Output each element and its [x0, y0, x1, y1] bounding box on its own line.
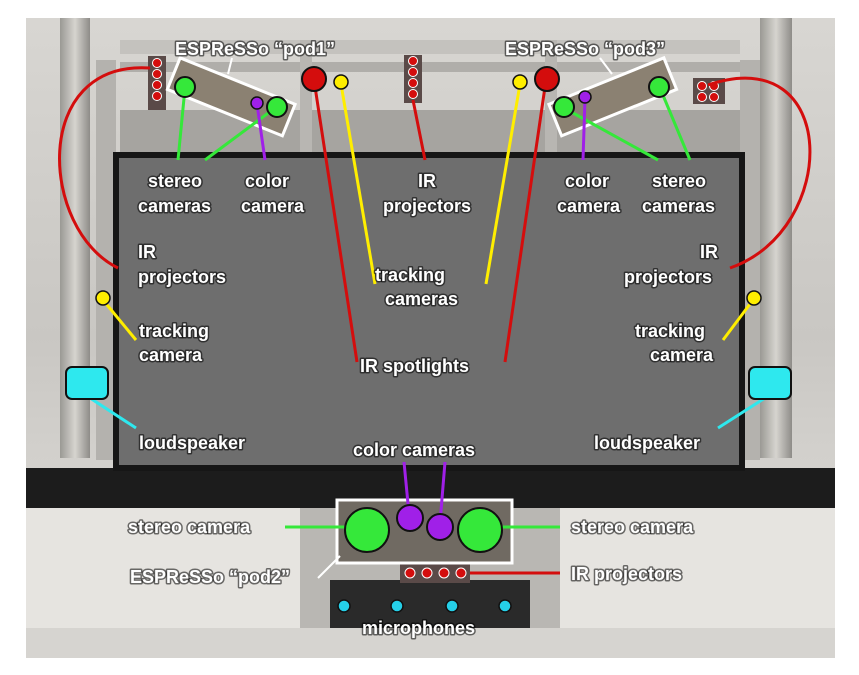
leader-lines: [58, 66, 812, 575]
label-stereo-right-1: stereo: [652, 171, 706, 191]
pod2-title-tick: [317, 555, 341, 579]
loudspeaker-left: [65, 366, 109, 400]
label-stereo-camera-left: stereo camera: [128, 517, 251, 537]
labels: ESPReSSo “pod1” ESPReSSo “pod3” stereo c…: [127, 38, 720, 640]
microphone: [390, 599, 404, 613]
pod1-stereo-camera-left: [174, 76, 196, 98]
label-tracking-center-2: cameras: [385, 289, 458, 309]
label-ir-center-2: projectors: [383, 196, 471, 216]
label-tracking-center-1: tracking: [375, 265, 445, 285]
pod3-title-tick: [599, 57, 613, 75]
label-color-cameras: color cameras: [353, 440, 475, 460]
pod3-title: ESPReSSo “pod3”: [505, 39, 665, 59]
label-ir-spotlights: IR spotlights: [360, 356, 469, 376]
label-ir-left-1: IR: [138, 242, 156, 262]
microphone: [498, 599, 512, 613]
label-color-right-2: camera: [557, 196, 621, 216]
pod2-color-camera-right: [426, 513, 454, 541]
label-ir-right-2: projectors: [624, 267, 712, 287]
pod1-title: ESPReSSo “pod1”: [175, 39, 335, 59]
label-ir-left-2: projectors: [138, 267, 226, 287]
label-microphones: microphones: [362, 618, 475, 638]
label-loudspeaker-left: loudspeaker: [139, 433, 245, 453]
label-color-right-1: color: [565, 171, 609, 191]
ir-projector-bottom-pod2: [400, 563, 470, 583]
label-loudspeaker-right: loudspeaker: [594, 433, 700, 453]
label-tracking-right-1: tracking: [635, 321, 705, 341]
label-tracking-right-2: camera: [650, 345, 714, 365]
loudspeaker-right: [748, 366, 792, 400]
tracking-camera-side-left: [95, 290, 111, 306]
pod3-stereo-camera-right: [648, 76, 670, 98]
label-color-left-1: color: [245, 171, 289, 191]
ir-spotlight-right: [534, 66, 560, 92]
pod1-title-tick: [227, 57, 233, 75]
ir-projector-left-pod1: [148, 56, 166, 110]
pod3-color-camera: [578, 90, 592, 104]
label-stereo-right-2: cameras: [642, 196, 715, 216]
microphone: [445, 599, 459, 613]
pod2-title: ESPReSSo “pod2”: [130, 567, 290, 587]
label-ir-right-1: IR: [700, 242, 718, 262]
ir-projector-center: [404, 55, 422, 103]
label-stereo-left-1: stereo: [148, 171, 202, 191]
pod3-stereo-camera-left: [553, 96, 575, 118]
label-stereo-left-2: cameras: [138, 196, 211, 216]
label-tracking-left-2: camera: [139, 345, 203, 365]
tracking-camera-top-left: [333, 74, 349, 90]
label-ir-projectors-bottom: IR projectors: [571, 564, 682, 584]
pod2-color-camera-left: [396, 504, 424, 532]
display-screen: [113, 152, 745, 471]
label-stereo-camera-right: stereo camera: [571, 517, 694, 537]
pod1-color-camera: [250, 96, 264, 110]
microphone: [337, 599, 351, 613]
tracking-camera-side-right: [746, 290, 762, 306]
pod2-stereo-camera-left: [344, 507, 390, 553]
label-tracking-left-1: tracking: [139, 321, 209, 341]
tracking-camera-top-right: [512, 74, 528, 90]
label-color-left-2: camera: [241, 196, 305, 216]
pod2-stereo-camera-right: [457, 507, 503, 553]
label-ir-center-1: IR: [418, 171, 436, 191]
pod1-stereo-camera-right: [266, 96, 288, 118]
ir-spotlight-left: [301, 66, 327, 92]
